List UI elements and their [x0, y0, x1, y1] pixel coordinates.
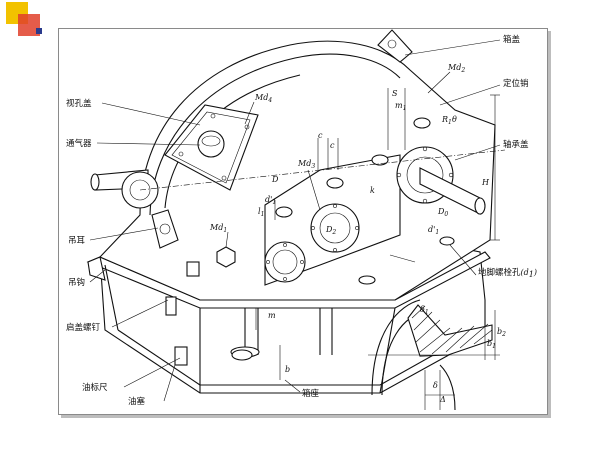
lifting-parts	[87, 209, 253, 366]
dim-k: k	[370, 186, 375, 195]
dim-s: S	[392, 89, 398, 98]
dim-big-delta: Δ	[439, 395, 446, 404]
dim-delta1: δ1	[420, 305, 429, 316]
dim-c1: c	[318, 131, 323, 140]
dim-d1: d'1	[265, 195, 276, 206]
dim-b1: b1	[487, 339, 496, 350]
dim-r1: R1	[441, 115, 452, 126]
dim-b: b	[285, 365, 290, 374]
dim-l1: l1	[258, 207, 264, 218]
label-oil-plug: 油塞	[128, 396, 146, 407]
label-lifting-hook: 吊钩	[68, 277, 85, 288]
dim-m: m	[268, 311, 276, 320]
label-lifting-lug: 吊耳	[68, 236, 86, 246]
dim-m1: m1	[395, 101, 406, 112]
window-cover-shape	[164, 104, 259, 191]
dim-md2: Md2	[447, 63, 465, 74]
label-window-cover: 视孔盖	[66, 98, 92, 109]
section-detail	[368, 299, 500, 411]
dim-md1: Md1	[209, 223, 227, 234]
bearing-bosses	[264, 117, 486, 286]
dimension-lines	[139, 88, 506, 380]
dim-delta: δ	[433, 381, 438, 390]
dim-theta: θ	[452, 115, 457, 124]
dim-d2: D2	[325, 225, 336, 236]
decor-red-square	[18, 14, 40, 36]
dim-d0: D0	[437, 207, 448, 218]
label-bearing-cap: 轴承盖	[503, 139, 529, 150]
dim-c2: c	[330, 141, 335, 150]
label-locating-pin: 定位销	[503, 78, 529, 89]
dim-md3: Md3	[297, 159, 315, 170]
dim-d1b: d'1	[428, 225, 439, 236]
dim-h-big: H	[481, 178, 490, 187]
label-housing-base: 箱座	[302, 388, 320, 399]
label-breather: 通气器	[66, 138, 92, 149]
label-oil-dipstick: 油标尺	[82, 382, 108, 393]
callout-labels: 视孔盖 通气器 吊耳 吊钩 启盖螺钉 油标尺 油塞 箱座 箱盖 定位销 轴承盖 …	[66, 34, 537, 407]
dimension-symbols: Md4 Md2 Md3 Md1 S m1 R1 θ c c D d'1 l1 D…	[209, 63, 506, 404]
label-anchor-bolt-hole: 地脚螺栓孔(d1)	[478, 267, 537, 279]
decor-blue-square	[36, 28, 42, 34]
label-lift-screw: 启盖螺钉	[66, 322, 101, 333]
dim-d-big: D	[271, 175, 279, 184]
dim-md4: Md4	[254, 93, 272, 104]
leader-lines	[89, 39, 501, 402]
dim-b2: b2	[497, 327, 506, 338]
label-housing-cover: 箱盖	[503, 34, 521, 45]
